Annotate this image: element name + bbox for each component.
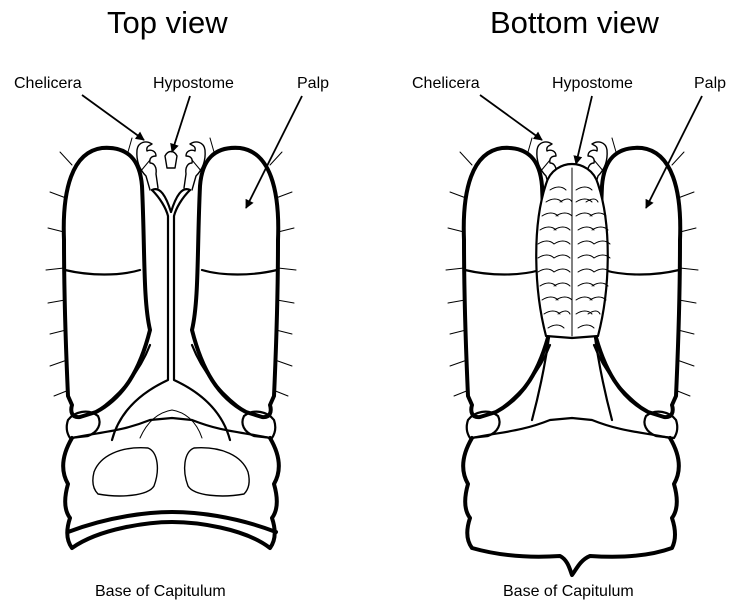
bottom-view-diagram <box>446 95 702 575</box>
top-chelicera-arrow <box>82 95 144 140</box>
top-base-of-capitulum <box>63 438 279 548</box>
bottom-chelicera-arrow <box>480 95 542 140</box>
top-view-diagram <box>46 95 302 548</box>
bottom-hypostome-arrow <box>576 96 592 164</box>
top-hypostome-arrow <box>172 96 190 152</box>
bottom-base-of-capitulum <box>463 438 679 575</box>
bottom-hypostome-denticles <box>536 164 610 338</box>
